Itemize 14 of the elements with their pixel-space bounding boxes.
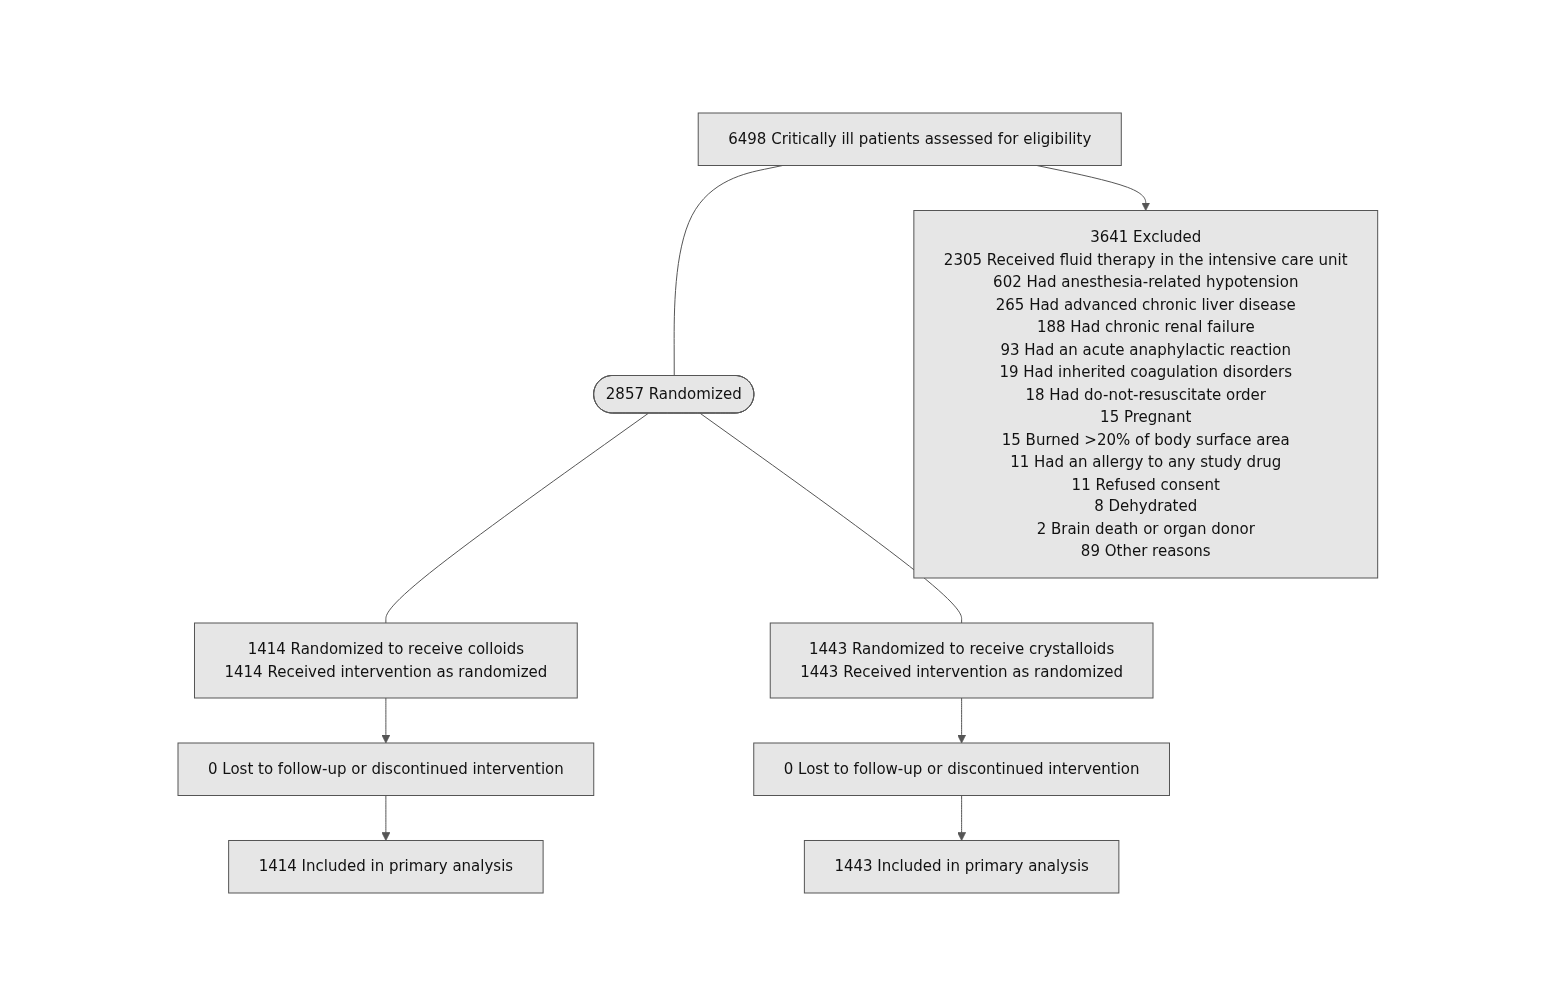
- node-box: 0 Lost to follow-up or discontinued intervention: [177, 742, 594, 796]
- connector: [699, 413, 962, 624]
- node-box: 1414 Randomized to receive colloids 1414 Received intervention as randomized: [193, 622, 578, 699]
- arrow: [381, 697, 390, 744]
- node-box: 1443 Included in primary analysis: [803, 840, 1119, 894]
- node-box: 3641 Excluded 2305 Received fluid therapy in the intensive care unit 602 Had anesthesia-related hypotension 265 Had advanced chronic liver disease 188 Had chronic renal failure 93 Had an acute anaphylactic reaction 19 Had inherited coagulation disorders 18 Had do-not-resuscitate order 15 Pregnant 15 Burned >20% of body surface area 11 Had an allergy to any study drug 11 Refused consent 8 Dehydrated 2 Brain death or organ donor 89 Other reasons: [913, 210, 1378, 579]
- connector: [385, 413, 649, 624]
- arrow: [956, 795, 966, 841]
- arrow: [956, 697, 966, 744]
- arrow: [381, 795, 390, 841]
- node-box: 0 Lost to follow-up or discontinued intervention: [752, 742, 1170, 796]
- node-box: 1443 Randomized to receive crystalloids 1443 Received intervention as randomized: [769, 622, 1154, 699]
- node-box: 6498 Critically ill patients assessed for eligibility: [697, 112, 1122, 166]
- node-box: 1414 Included in primary analysis: [227, 840, 544, 894]
